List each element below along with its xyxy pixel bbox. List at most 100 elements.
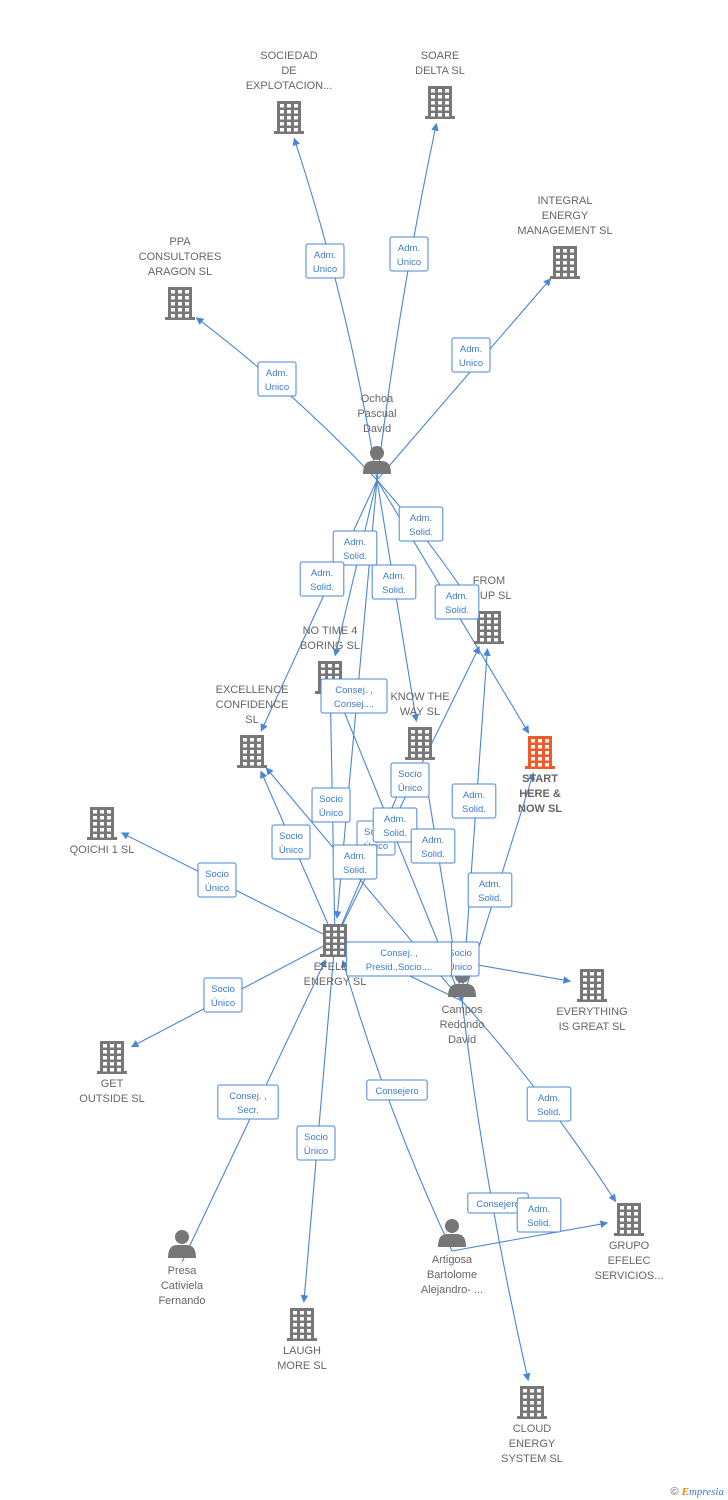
edge-label-box	[372, 807, 418, 843]
edge-label-ochoa-excellence[interactable]: Adm.Solid.	[299, 561, 345, 597]
node-label: KNOW THE	[390, 691, 449, 703]
edge-label-text: Consej. ,	[229, 1091, 267, 1102]
edge-label-box	[203, 977, 243, 1013]
edge-label-text: Único	[279, 845, 303, 856]
edge-label-ochoa-knowway[interactable]: Adm.Solid.	[371, 564, 417, 600]
edge-label-text: Adm.	[311, 568, 333, 579]
node-label: QOICHI 1 SL	[70, 844, 135, 856]
node-label: MANAGEMENT SL	[517, 225, 612, 237]
node-sociedad[interactable]: SOCIEDADDEEXPLOTACION...	[246, 50, 333, 134]
node-label: Bartolome	[427, 1269, 477, 1281]
edge-label-artigosa-efelec[interactable]: Consejero	[366, 1079, 428, 1101]
edge-label-box	[410, 828, 456, 864]
edge-label-box	[467, 872, 513, 908]
node-label: SOCIEDAD	[260, 50, 318, 62]
node-label: EVERYTHING	[556, 1006, 627, 1018]
building-icon	[577, 969, 607, 1002]
edge-label-text: Adm.	[479, 879, 501, 890]
edge-label-ochoa-ppa[interactable]: Adm.Unico	[257, 361, 297, 397]
edge-label-text: Adm.	[266, 368, 288, 379]
edge-label-presa-efelec[interactable]: Consej. ,Secr.	[217, 1084, 279, 1120]
edge-label-box	[320, 678, 388, 714]
person-icon	[168, 1230, 196, 1258]
edge-label-text: Solid.	[527, 1218, 551, 1229]
edge-label-ochoa-efelec[interactable]: Consej. ,Consej....	[320, 678, 388, 714]
edge-label-text: Consej....	[334, 699, 374, 710]
edge-campos-cloud	[461, 1000, 531, 1382]
edge-label-campos-from[interactable]: Adm.Solid.	[451, 783, 497, 819]
edge-label-campos-notime[interactable]: Adm.Solid.	[372, 807, 418, 843]
edge-label-box	[371, 564, 417, 600]
brand-initial: E	[681, 1486, 689, 1498]
edge-label-text: Adm.	[344, 537, 366, 548]
node-label: Artigosa	[432, 1254, 473, 1266]
edge-label-ochoa-integral[interactable]: Adm.Unico	[451, 337, 491, 373]
footer-brand[interactable]: © Empresia	[670, 1486, 724, 1498]
edge-label-text: Único	[304, 1146, 328, 1157]
edge-label-text: Adm.	[463, 790, 485, 801]
edge-label-text: Unico	[459, 358, 483, 369]
edge-label-text: Consej. ,	[380, 948, 418, 959]
node-label: NO TIME 4	[303, 625, 358, 637]
edge-label-box	[390, 762, 430, 798]
building-icon	[287, 1308, 317, 1341]
edge-label-campos-knowway[interactable]: Adm.Solid.	[410, 828, 456, 864]
edge-label-campos-grupo[interactable]: Adm.Solid.	[526, 1086, 572, 1122]
edge-label-text: Adm.	[344, 851, 366, 862]
edge-ochoa-knowway	[376, 479, 420, 723]
edge-label-box	[305, 243, 345, 279]
building-icon	[237, 735, 267, 768]
building-icon	[97, 1041, 127, 1074]
node-label: NOW SL	[518, 803, 562, 815]
brand-name: mpresia	[688, 1486, 724, 1498]
edge-label-campos-efelec[interactable]: Consej. ,Presid.,Socio....	[345, 941, 453, 977]
edge-label-box	[451, 783, 497, 819]
edge-label-box	[217, 1084, 279, 1120]
edge-label-ochoa-notime[interactable]: Adm.Solid.	[332, 530, 378, 566]
edge-label-box	[311, 787, 351, 823]
edge-label-text: Adm.	[528, 1204, 550, 1215]
edge-label-text: Adm.	[446, 591, 468, 602]
edge-label-campos-start[interactable]: Adm.Solid.	[467, 872, 513, 908]
edge-label-text: Socio	[279, 831, 303, 842]
edge-label-campos-excellence[interactable]: Adm.Solid.	[332, 844, 378, 880]
node-label: PPA	[169, 236, 191, 248]
edge-label-ochoa-from[interactable]: Adm.Solid.	[398, 506, 444, 542]
node-qoichi[interactable]: QOICHI 1 SL	[70, 807, 135, 856]
edge-label-ochoa-soare[interactable]: Adm.Unico	[389, 236, 429, 272]
edge-label-text: Adm.	[410, 513, 432, 524]
edge-ochoa-notime	[332, 479, 378, 657]
edge-label-box	[398, 506, 444, 542]
node-label: GRUPO	[609, 1240, 650, 1252]
edge-label-box	[516, 1197, 562, 1233]
building-icon	[614, 1203, 644, 1236]
edge-label-artigosa-grupo[interactable]: Adm. Solid.	[516, 1197, 562, 1233]
edge-label-box	[451, 337, 491, 373]
edge-label-ochoa-sociedad[interactable]: Adm.Unico	[305, 243, 345, 279]
node-grupo[interactable]: GRUPOEFELECSERVICIOS...	[595, 1203, 664, 1282]
node-artigosa[interactable]: ArtigosaBartolomeAlejandro- ...	[421, 1219, 483, 1296]
edge-ochoa-excellence	[260, 479, 378, 732]
edge-label-ochoa-start[interactable]: Adm.Solid.	[434, 584, 480, 620]
